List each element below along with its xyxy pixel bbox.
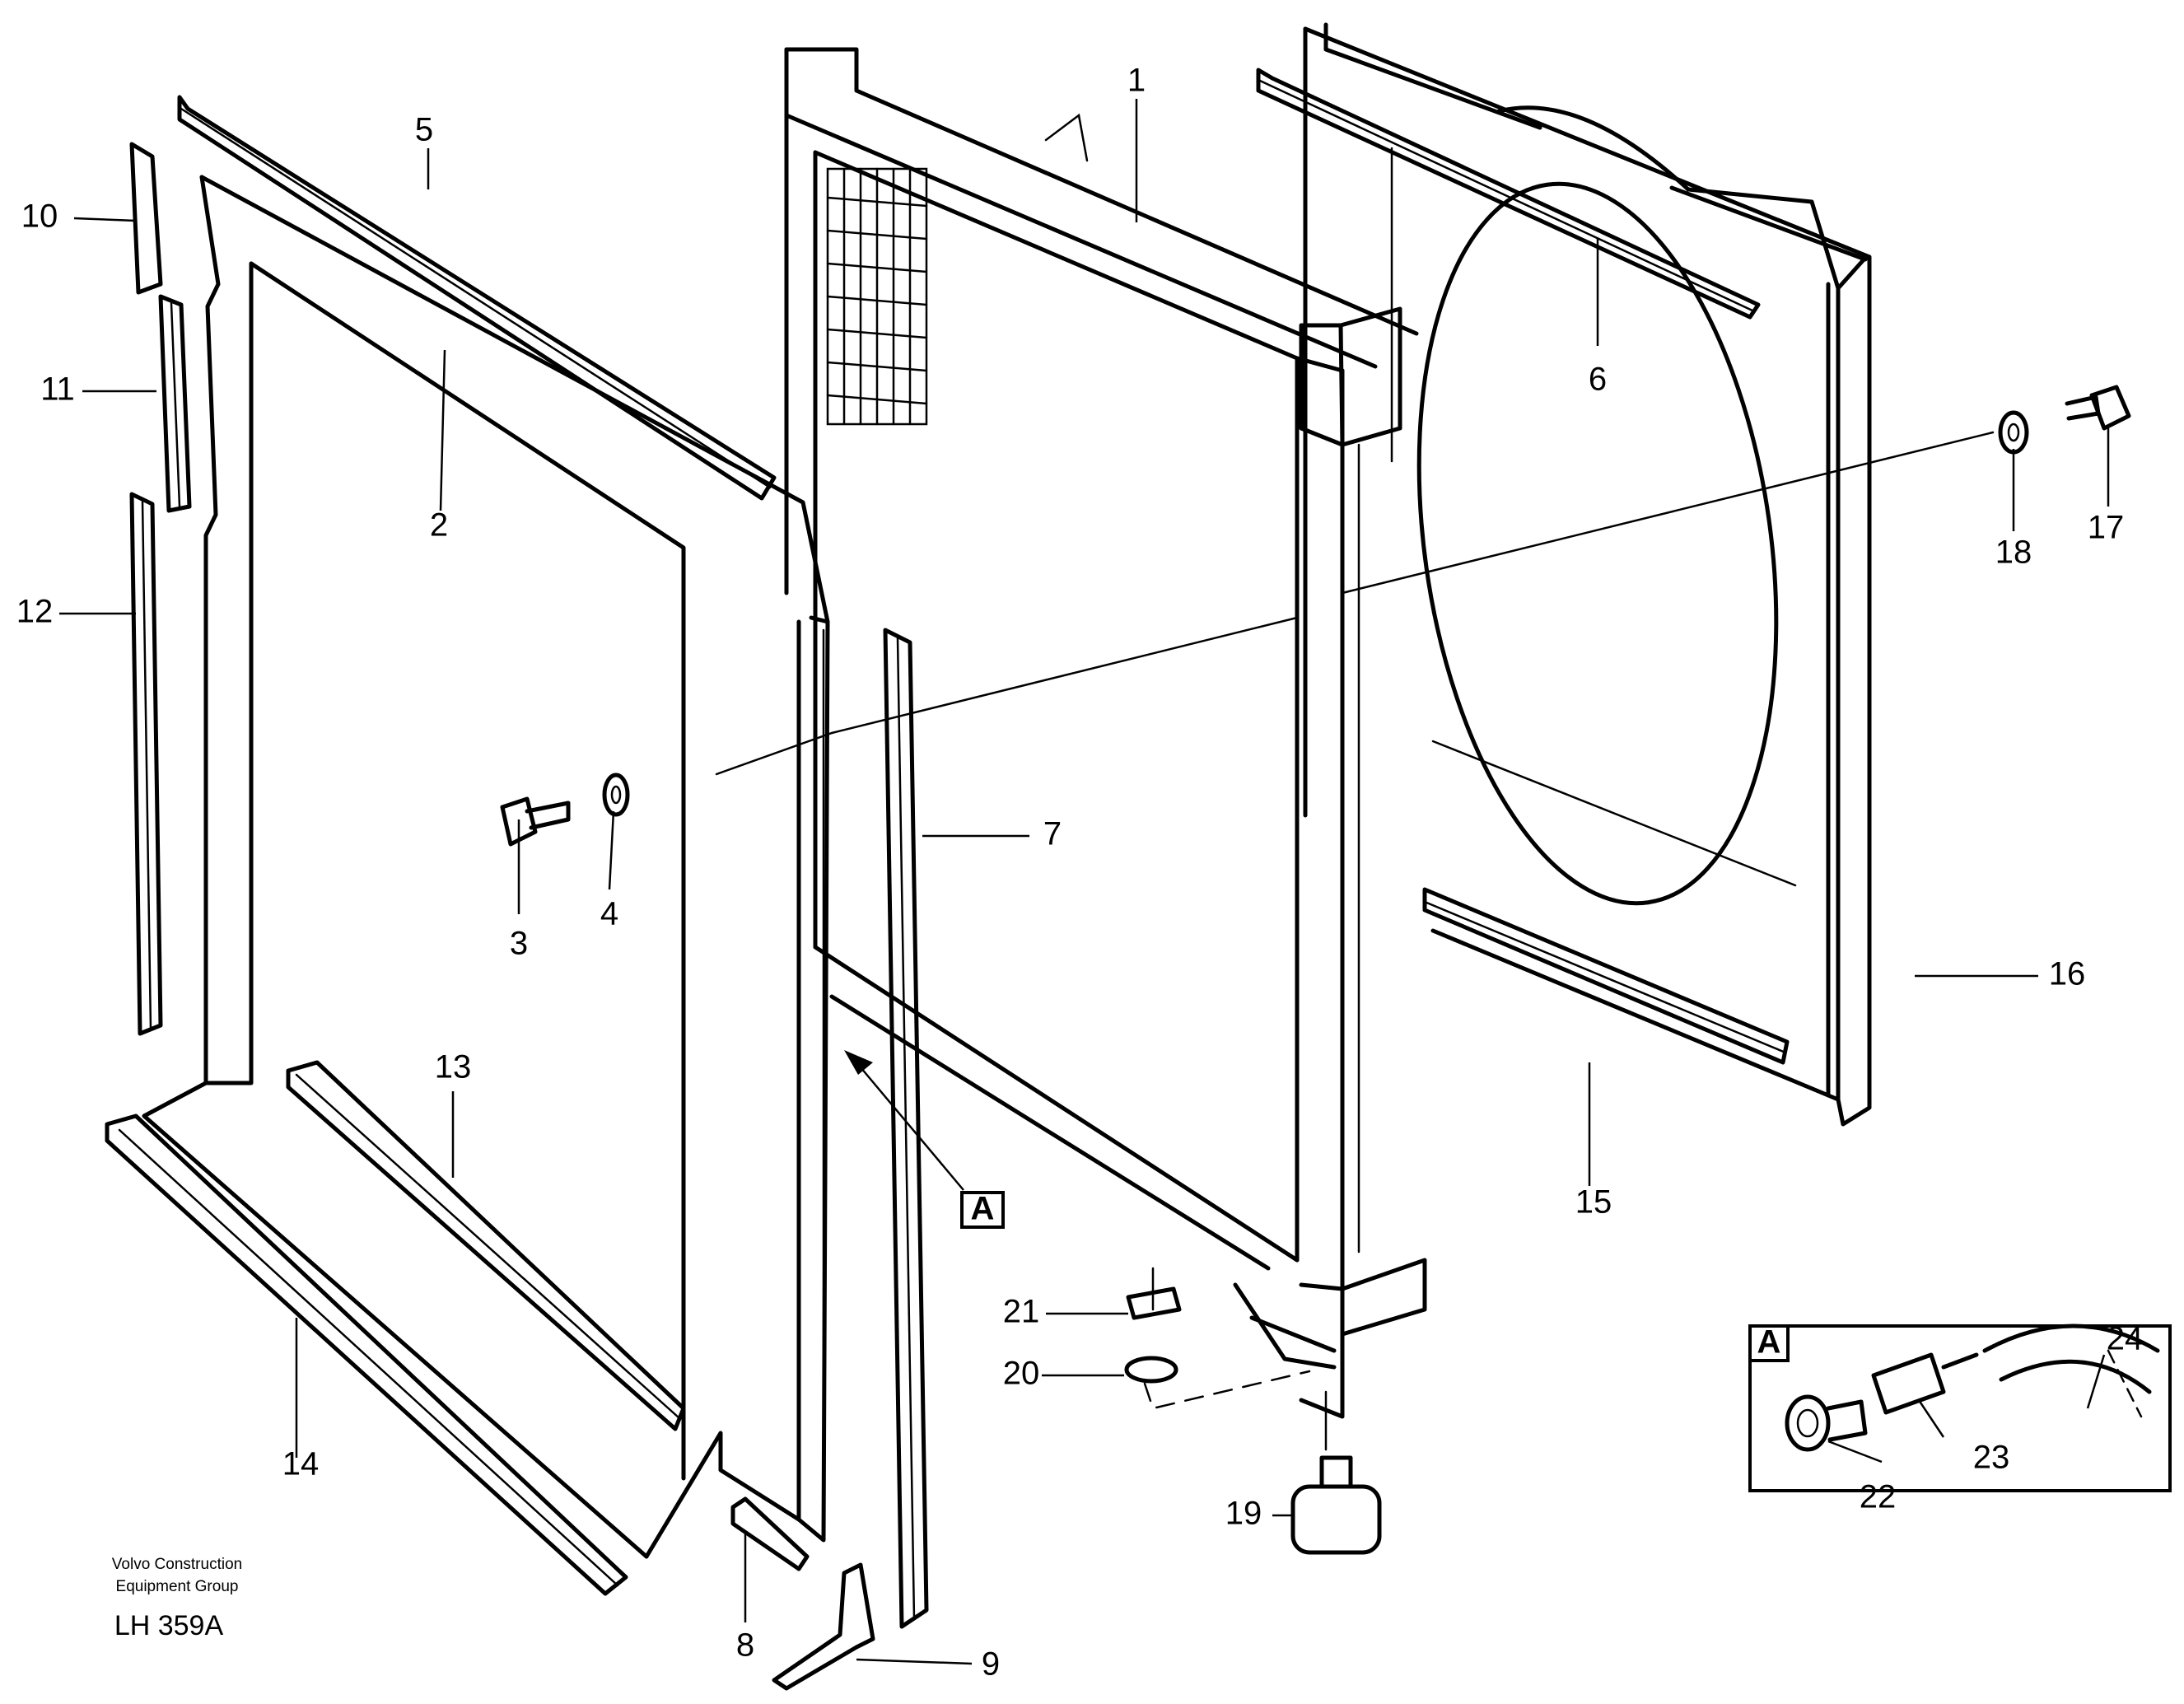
upper-side-strip	[129, 142, 163, 295]
detail-a-inset-tag: A	[1757, 1324, 1781, 1361]
radiator	[784, 47, 1427, 1419]
callout-9: 9	[982, 1646, 1000, 1683]
detail-a-tag: A	[971, 1191, 995, 1227]
hose	[1982, 1324, 2160, 1353]
callout-19: 19	[1225, 1496, 1262, 1532]
alignment-lines	[715, 431, 1995, 1451]
bottom-inner-strip	[286, 1060, 686, 1431]
side-seal-strip	[883, 628, 929, 1629]
bolt-rear	[2065, 385, 2131, 431]
callout-20: 20	[1003, 1356, 1040, 1392]
footer: Volvo Construction Equipment Group LH 35…	[112, 1556, 242, 1641]
callout-8: 8	[736, 1627, 754, 1664]
callout-15: 15	[1575, 1184, 1612, 1221]
callout-10: 10	[21, 198, 58, 235]
shroud-bottom-strip	[1422, 887, 1790, 1065]
washer-mount	[1124, 1356, 1178, 1384]
drawing-code: LH 359A	[114, 1610, 224, 1641]
hose-fitting	[1785, 1394, 1831, 1452]
front-frame	[142, 175, 830, 1559]
fan-shroud	[1303, 22, 1872, 1127]
callout-23: 23	[1973, 1440, 2010, 1476]
middle-side-strip	[158, 294, 192, 513]
shroud-top-strip	[1256, 68, 1761, 320]
detail-a-inset: A	[1748, 1324, 2172, 1492]
callout-3: 3	[510, 926, 528, 962]
rubber-mount	[1290, 1455, 1382, 1555]
coupling	[1871, 1352, 1946, 1415]
angle-bracket	[772, 1562, 875, 1691]
washer-rear	[1998, 410, 2029, 455]
callout-18: 18	[1995, 535, 2032, 571]
detail-a-pointer: A	[844, 1050, 1005, 1229]
callout-5: 5	[415, 112, 433, 148]
callout-6: 6	[1589, 362, 1607, 398]
callout-7: 7	[1043, 816, 1062, 852]
publisher-line-2: Equipment Group	[116, 1578, 239, 1595]
callout-21: 21	[1003, 1294, 1040, 1330]
publisher-line-1: Volvo Construction	[112, 1556, 242, 1573]
top-seal-strip	[177, 95, 777, 501]
callout-13: 13	[435, 1049, 472, 1085]
callout-11: 11	[40, 371, 75, 408]
bolt-front	[500, 796, 571, 847]
callout-16: 16	[2049, 956, 2086, 992]
bracket	[730, 1496, 810, 1571]
bottom-outer-strip	[105, 1113, 628, 1596]
leader-lines	[59, 99, 2110, 1665]
callout-22: 22	[1860, 1479, 1897, 1515]
washer-front	[602, 773, 630, 817]
callout-2: 2	[430, 507, 448, 544]
callout-24: 24	[2107, 1321, 2144, 1357]
callout-12: 12	[16, 594, 54, 630]
callout-17: 17	[2088, 510, 2125, 546]
callout-1: 1	[1127, 63, 1146, 99]
callout-4: 4	[600, 896, 618, 932]
callout-labels: 1 2 3 4 5 6 7 8 9 10 11 12 13 14 15 16 1…	[16, 63, 2144, 1683]
callout-14: 14	[282, 1446, 320, 1482]
lower-side-strip	[129, 492, 163, 1036]
